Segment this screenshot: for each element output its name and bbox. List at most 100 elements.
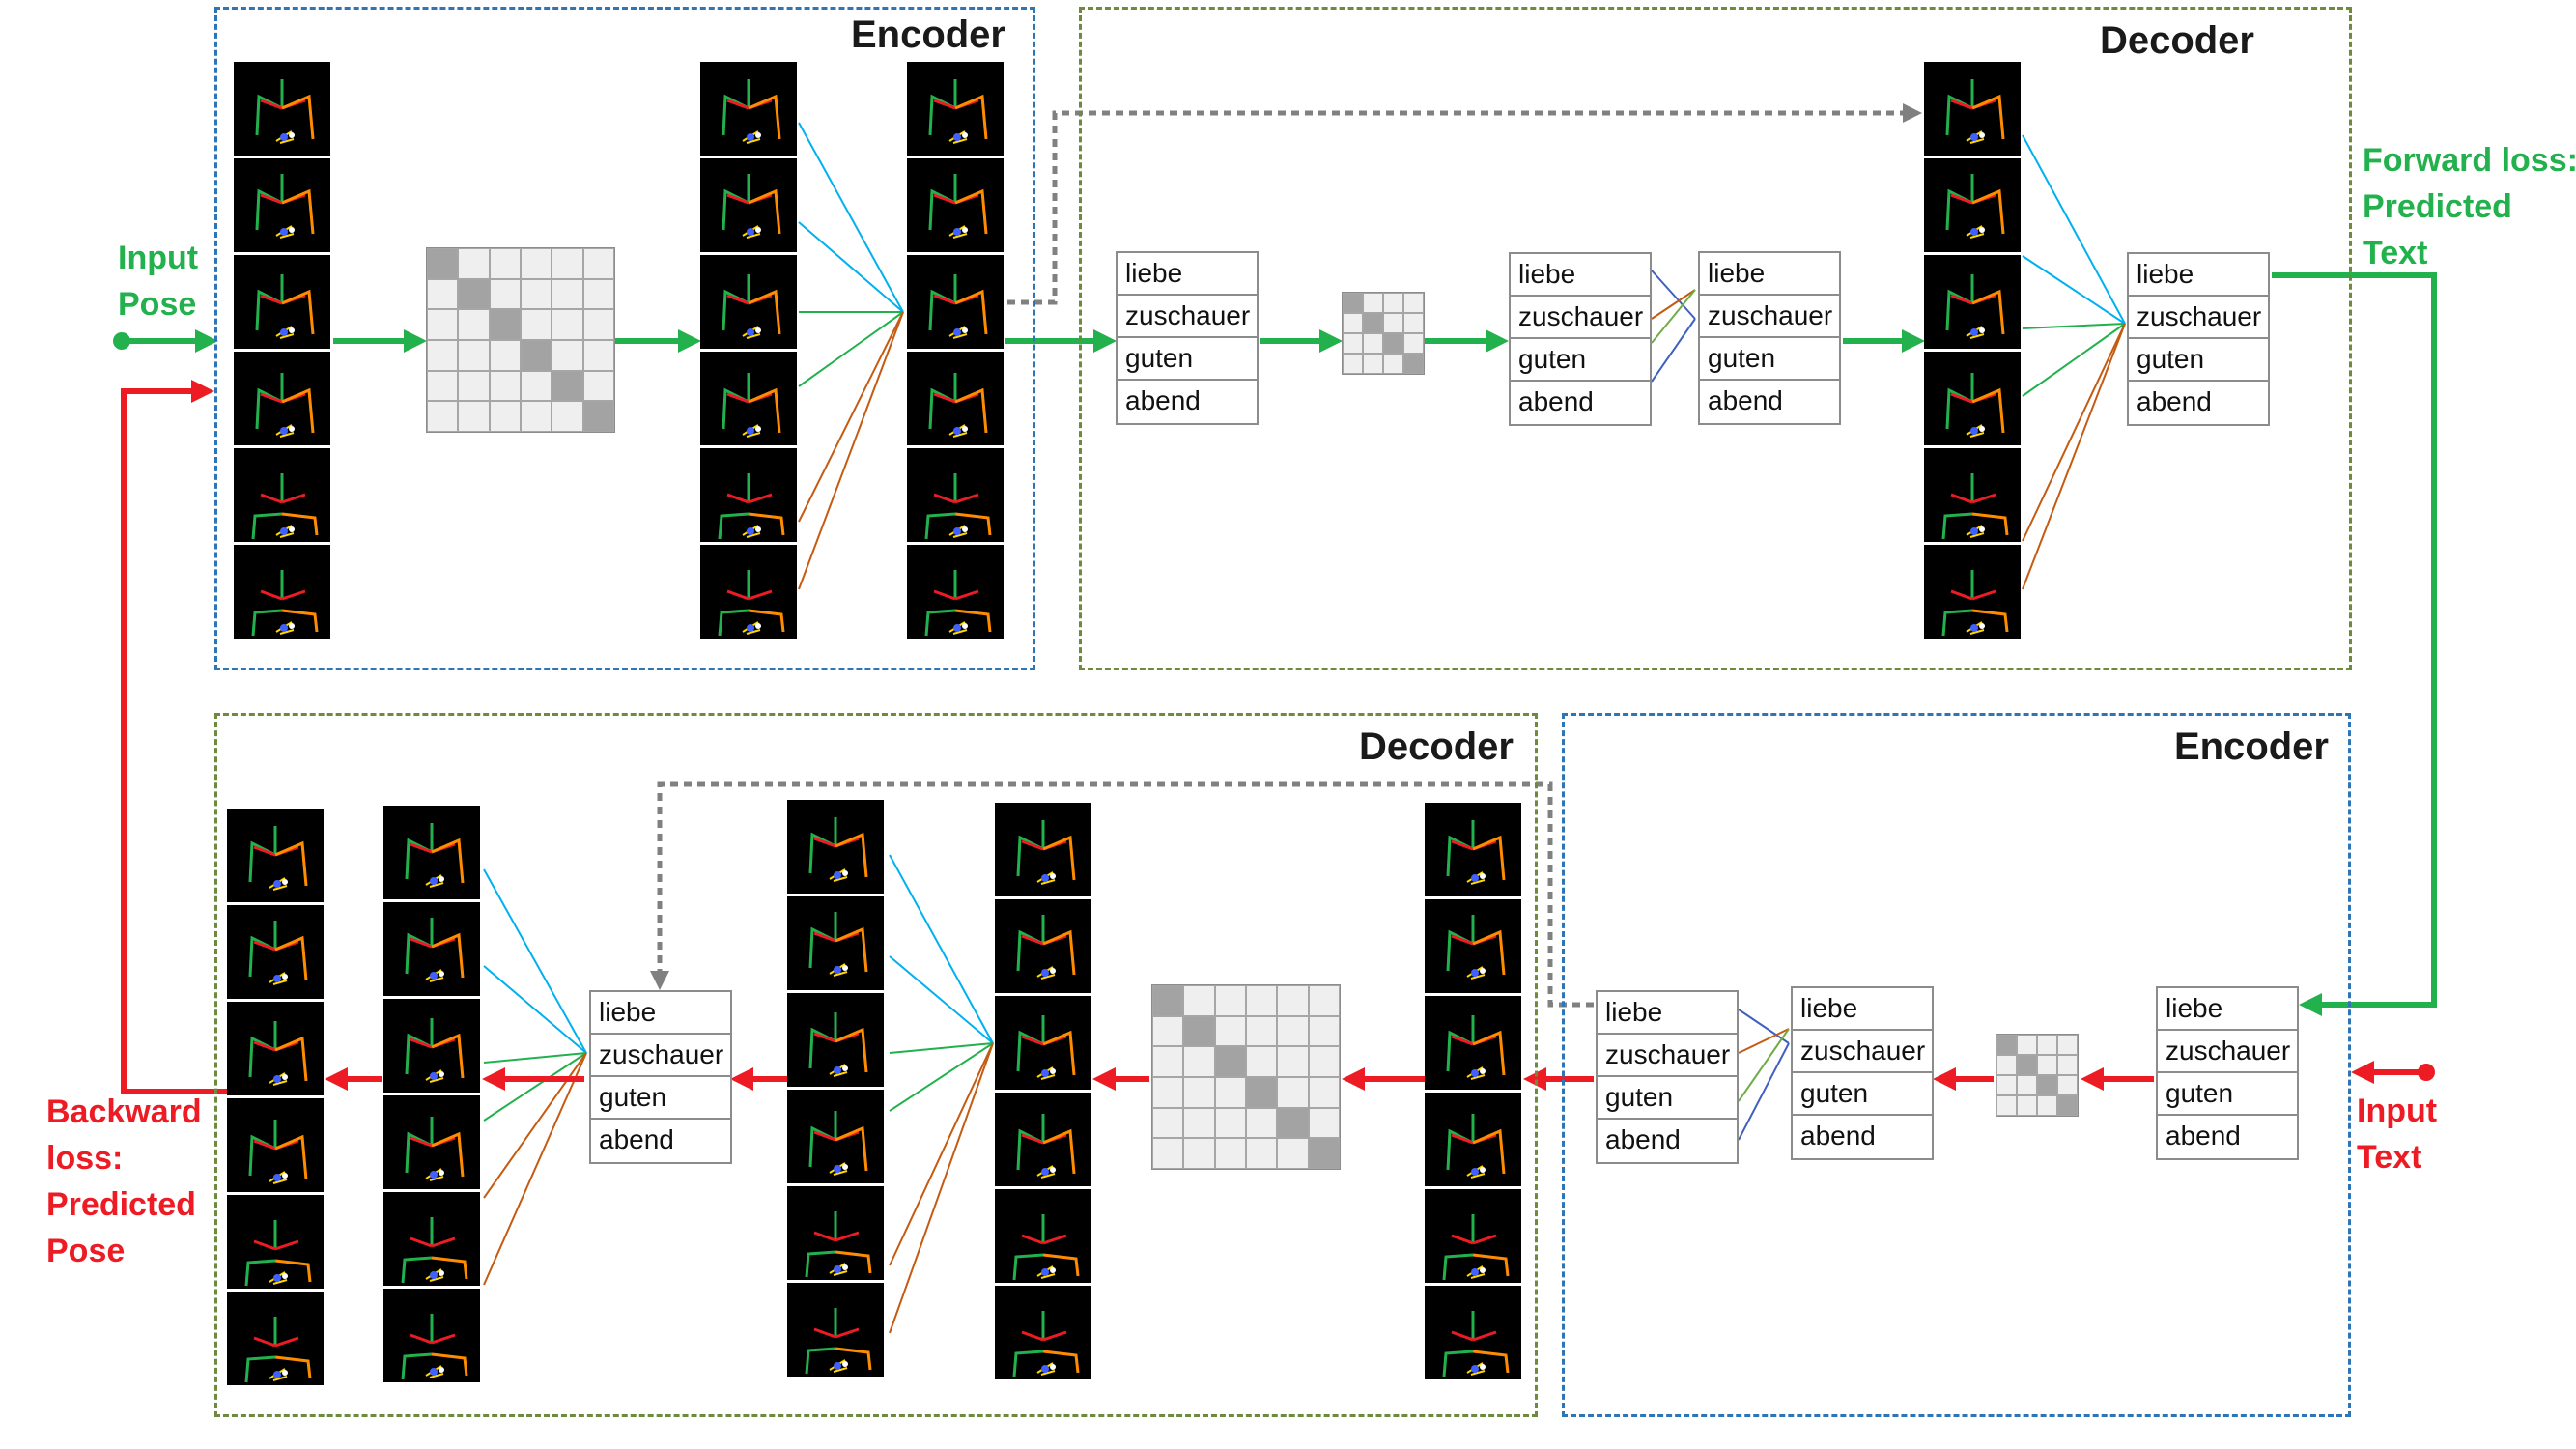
matrix-cell [520, 401, 552, 432]
forward-loss-connector [2272, 272, 2437, 1016]
word-cell: liebe [1598, 992, 1737, 1035]
pose-frame [383, 806, 480, 902]
matrix-cell [1308, 1076, 1340, 1108]
fan-line-backward-pose [889, 854, 994, 1044]
matrix-cell [458, 278, 490, 310]
matrix-cell [1214, 1046, 1246, 1077]
matrix-cell [1996, 1035, 2017, 1055]
matrix-cell [1214, 1107, 1246, 1139]
matrix-cell [2037, 1055, 2057, 1075]
matrix-cell [1363, 313, 1383, 333]
word-cell: abend [2166, 1121, 2241, 1151]
attention-matrix-pose-encoder [426, 247, 615, 433]
matrix-cell [2037, 1035, 2057, 1055]
fan-line-encoder [798, 122, 904, 313]
matrix-cell [1152, 1138, 1184, 1169]
word-cell: zuschauer [1598, 1035, 1737, 1077]
cross-attention-line [1738, 1028, 1790, 1054]
pose-frame [227, 905, 324, 1002]
word-cell: guten [591, 1077, 730, 1120]
pose-frame [1924, 62, 2021, 158]
pose-frame [787, 800, 884, 896]
matrix-cell [1308, 1015, 1340, 1047]
pose-frame [1425, 1093, 1521, 1189]
matrix-cell [552, 401, 583, 432]
attention-matrix-text-decoder [1342, 292, 1425, 375]
fan-line-backward-pose [889, 1042, 994, 1112]
backward-loss-connector [121, 380, 232, 1094]
matrix-cell [1308, 1138, 1340, 1169]
word-cell: zuschauer [1118, 296, 1257, 338]
matrix-cell [1245, 1076, 1278, 1108]
pose-frame [700, 62, 797, 158]
matrix-cell [1183, 1076, 1215, 1108]
matrix-cell [427, 370, 459, 402]
fan-line-decoder [2022, 323, 2126, 590]
pose-sequence-decoder-input [1425, 803, 1521, 1382]
matrix-cell [1152, 1076, 1184, 1108]
fan-line-encoder [798, 311, 904, 590]
forward-loss-label: Forward loss: Predicted Text [2363, 142, 2576, 271]
word-cell: zuschauer [1511, 297, 1650, 339]
fan-line-decoder [2022, 323, 2126, 397]
matrix-cell [2057, 1055, 2078, 1075]
fan-line-encoder [798, 311, 904, 387]
backward-loss-label: Backward loss: Predicted Pose [46, 1094, 202, 1269]
matrix-cell [1183, 1107, 1215, 1139]
word-cell: liebe [1118, 253, 1257, 296]
word-cell: zuschauer [1793, 1031, 1932, 1073]
pose-frame [1425, 1286, 1521, 1382]
matrix-cell [520, 339, 552, 371]
matrix-cell [582, 278, 614, 310]
matrix-cell [489, 248, 521, 279]
matrix-cell [552, 278, 583, 310]
word-cell: liebe [2158, 988, 2297, 1031]
pose-frame [787, 1090, 884, 1186]
matrix-cell [1343, 354, 1363, 374]
matrix-cell [458, 370, 490, 402]
matrix-cell [1343, 293, 1363, 313]
matrix-cell [1363, 354, 1383, 374]
forward-decoder-title: Decoder [2099, 19, 2254, 62]
matrix-cell [520, 278, 552, 310]
pose-frame [700, 158, 797, 255]
matrix-cell [1183, 1138, 1215, 1169]
matrix-cell [582, 401, 614, 432]
pose-frame [787, 1283, 884, 1379]
matrix-cell [427, 339, 459, 371]
fan-line-decoder [2022, 134, 2126, 325]
matrix-cell [1245, 985, 1278, 1016]
pose-frame [907, 448, 1004, 545]
word-cell: zuschauer [591, 1035, 730, 1077]
pose-frame [227, 809, 324, 905]
matrix-cell [458, 248, 490, 279]
matrix-cell [1245, 1015, 1278, 1047]
matrix-cell [489, 401, 521, 432]
pose-frame [383, 1289, 480, 1385]
matrix-cell [1383, 313, 1403, 333]
pose-frame [234, 158, 330, 255]
pose-frame [234, 62, 330, 158]
pose-frame [1924, 448, 2021, 545]
matrix-cell [1403, 354, 1424, 374]
matrix-cell [1403, 333, 1424, 354]
pose-frame [1425, 1189, 1521, 1286]
fan-line-backward-decoder [483, 1052, 587, 1064]
matrix-cell [582, 248, 614, 279]
matrix-cell [427, 309, 459, 340]
pose-frame [995, 803, 1091, 899]
input-text-dot [2418, 1064, 2435, 1081]
matrix-cell [1277, 985, 1309, 1016]
pose-frame [234, 545, 330, 641]
fan-line-backward-decoder [483, 1052, 587, 1122]
matrix-cell [1245, 1138, 1278, 1169]
matrix-cell [520, 370, 552, 402]
matrix-cell [1277, 1076, 1309, 1108]
fan-line-encoder [798, 311, 904, 523]
matrix-cell [552, 248, 583, 279]
word-cell: zuschauer [1700, 296, 1839, 338]
